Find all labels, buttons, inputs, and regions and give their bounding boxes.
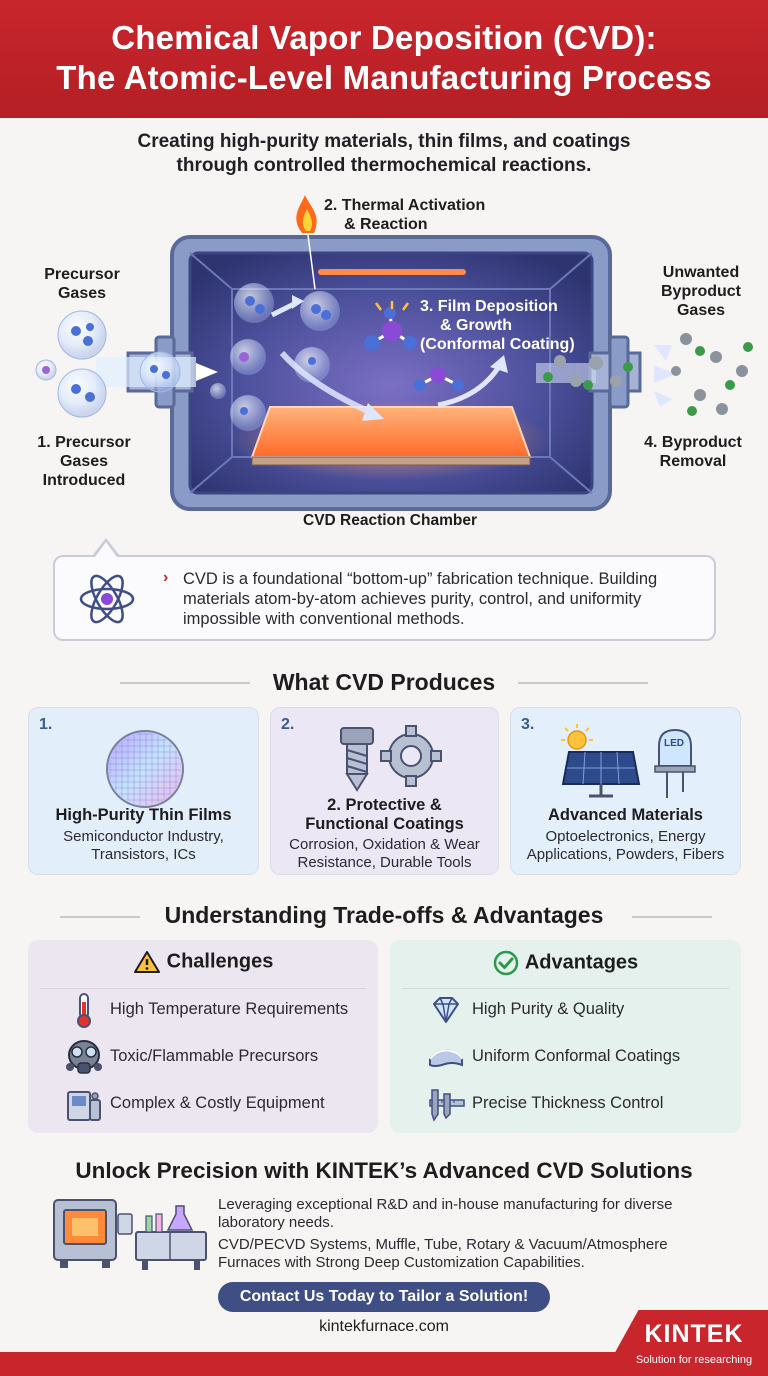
advantages-panel: Advantages High Purity & Quality Uniform…: [390, 940, 741, 1133]
challenge-text: High Temperature Requirements: [110, 1000, 349, 1018]
challenges-heading: Challenges: [28, 950, 378, 974]
website-link[interactable]: kintekfurnace.com: [319, 1318, 449, 1335]
diamond-icon: [433, 997, 459, 1023]
cvd-chamber-illustration: [35, 195, 753, 511]
callout-text: CVD is a foundational “bottom-up” fabric…: [183, 570, 658, 628]
coated-layer-icon: [429, 1049, 463, 1067]
drill-and-gear-icon: [340, 725, 442, 792]
subtitle-line1: Creating high-purity materials, thin fil…: [137, 131, 631, 152]
advantage-text: Precise Thickness Control: [472, 1094, 664, 1112]
challenge-text: Toxic/Flammable Precursors: [110, 1047, 319, 1065]
cta-body: Leveraging exceptional R&D and in-house …: [218, 1196, 738, 1276]
step2-label: 2. Thermal Activation& Reaction: [324, 197, 486, 233]
led-label: LED: [664, 738, 684, 749]
thermometer-icon: [77, 993, 91, 1028]
chevron-right-icon: ›: [163, 569, 169, 586]
advantages-heading: Advantages: [390, 950, 741, 976]
lab-equipment-icon: [67, 1091, 101, 1121]
challenges-panel: Challenges High Temperature Requirements…: [28, 940, 378, 1133]
subtitle-line2: through controlled thermochemical reacti…: [176, 155, 592, 176]
product-card-advanced-materials: 3. LED Advanced Materials Optoelectronic…: [510, 707, 741, 875]
challenges-title: Challenges: [166, 950, 274, 973]
callout-tail-inner: [95, 542, 117, 557]
panel-divider: [402, 988, 729, 989]
brand-tagline: Solution for researching: [635, 1354, 753, 1366]
header-banner: Chemical Vapor Deposition (CVD): The Ato…: [0, 0, 768, 118]
cta-paragraph-2: CVD/PECVD Systems, Muffle, Tube, Rotary …: [218, 1236, 668, 1271]
challenge-item: Toxic/Flammable Precursors: [28, 1037, 378, 1077]
divider-left: [60, 916, 140, 918]
card-description: Semiconductor Industry,Transistors, ICs: [63, 828, 224, 863]
atom-icon: [79, 574, 135, 624]
advantage-item: Uniform Conformal Coatings: [390, 1037, 741, 1077]
product-card-thin-films: 1. High-Purity Thin Films Semiconductor …: [28, 707, 259, 875]
divider-right: [632, 916, 712, 918]
card-number: 2.: [281, 716, 295, 733]
wafer-icon: [106, 730, 184, 808]
advantage-item: Precise Thickness Control: [390, 1084, 741, 1124]
card-title: Advanced Materials: [548, 806, 703, 824]
cta-paragraph-1: Leveraging exceptional R&D and in-house …: [218, 1196, 673, 1231]
card-number: 1.: [39, 716, 53, 733]
page-title-line2: The Atomic-Level Manufacturing Process: [56, 59, 712, 96]
info-callout: › CVD is a foundational “bottom-up” fabr…: [53, 555, 716, 641]
challenge-text: Complex & Costly Equipment: [110, 1094, 325, 1112]
card-title: 2. Protective &Functional Coatings: [305, 796, 464, 833]
advantage-item: High Purity & Quality: [390, 990, 741, 1030]
gas-mask-icon: [66, 1040, 102, 1074]
solar-panel-and-led-icon: [561, 724, 696, 798]
subtitle: Creating high-purity materials, thin fil…: [40, 130, 728, 178]
warning-icon: [133, 951, 160, 973]
page-title-line1: Chemical Vapor Deposition (CVD):: [111, 19, 657, 56]
cta-title: Unlock Precision with KINTEK’s Advanced …: [75, 1158, 693, 1183]
produces-heading: What CVD Produces: [272, 669, 496, 695]
product-card-coatings: 2. 2. Protective &Functional Coatings Co…: [270, 707, 499, 875]
advantages-title: Advantages: [524, 951, 639, 974]
advantage-text: Uniform Conformal Coatings: [472, 1047, 681, 1065]
check-circle-icon: [493, 950, 519, 976]
panel-divider: [40, 988, 366, 989]
challenge-item: High Temperature Requirements: [28, 990, 378, 1030]
challenge-item: Complex & Costly Equipment: [28, 1084, 378, 1124]
brand-logo: KINTEK: [644, 1320, 744, 1348]
advantage-text: High Purity & Quality: [472, 1000, 625, 1018]
divider-right: [518, 682, 648, 684]
furnace-and-lab-icon: [53, 1199, 207, 1270]
chamber-label: CVD Reaction Chamber: [303, 512, 477, 529]
divider-left: [120, 682, 250, 684]
step3-label: 3. Film Deposition& Growth(Conformal Coa…: [420, 298, 575, 353]
caliper-icon: [429, 1089, 465, 1122]
card-title: High-Purity Thin Films: [55, 806, 232, 824]
tradeoffs-heading: Understanding Trade-offs & Advantages: [164, 902, 604, 928]
contact-us-button[interactable]: Contact Us Today to Tailor a Solution!: [218, 1282, 550, 1312]
card-number: 3.: [521, 716, 535, 733]
